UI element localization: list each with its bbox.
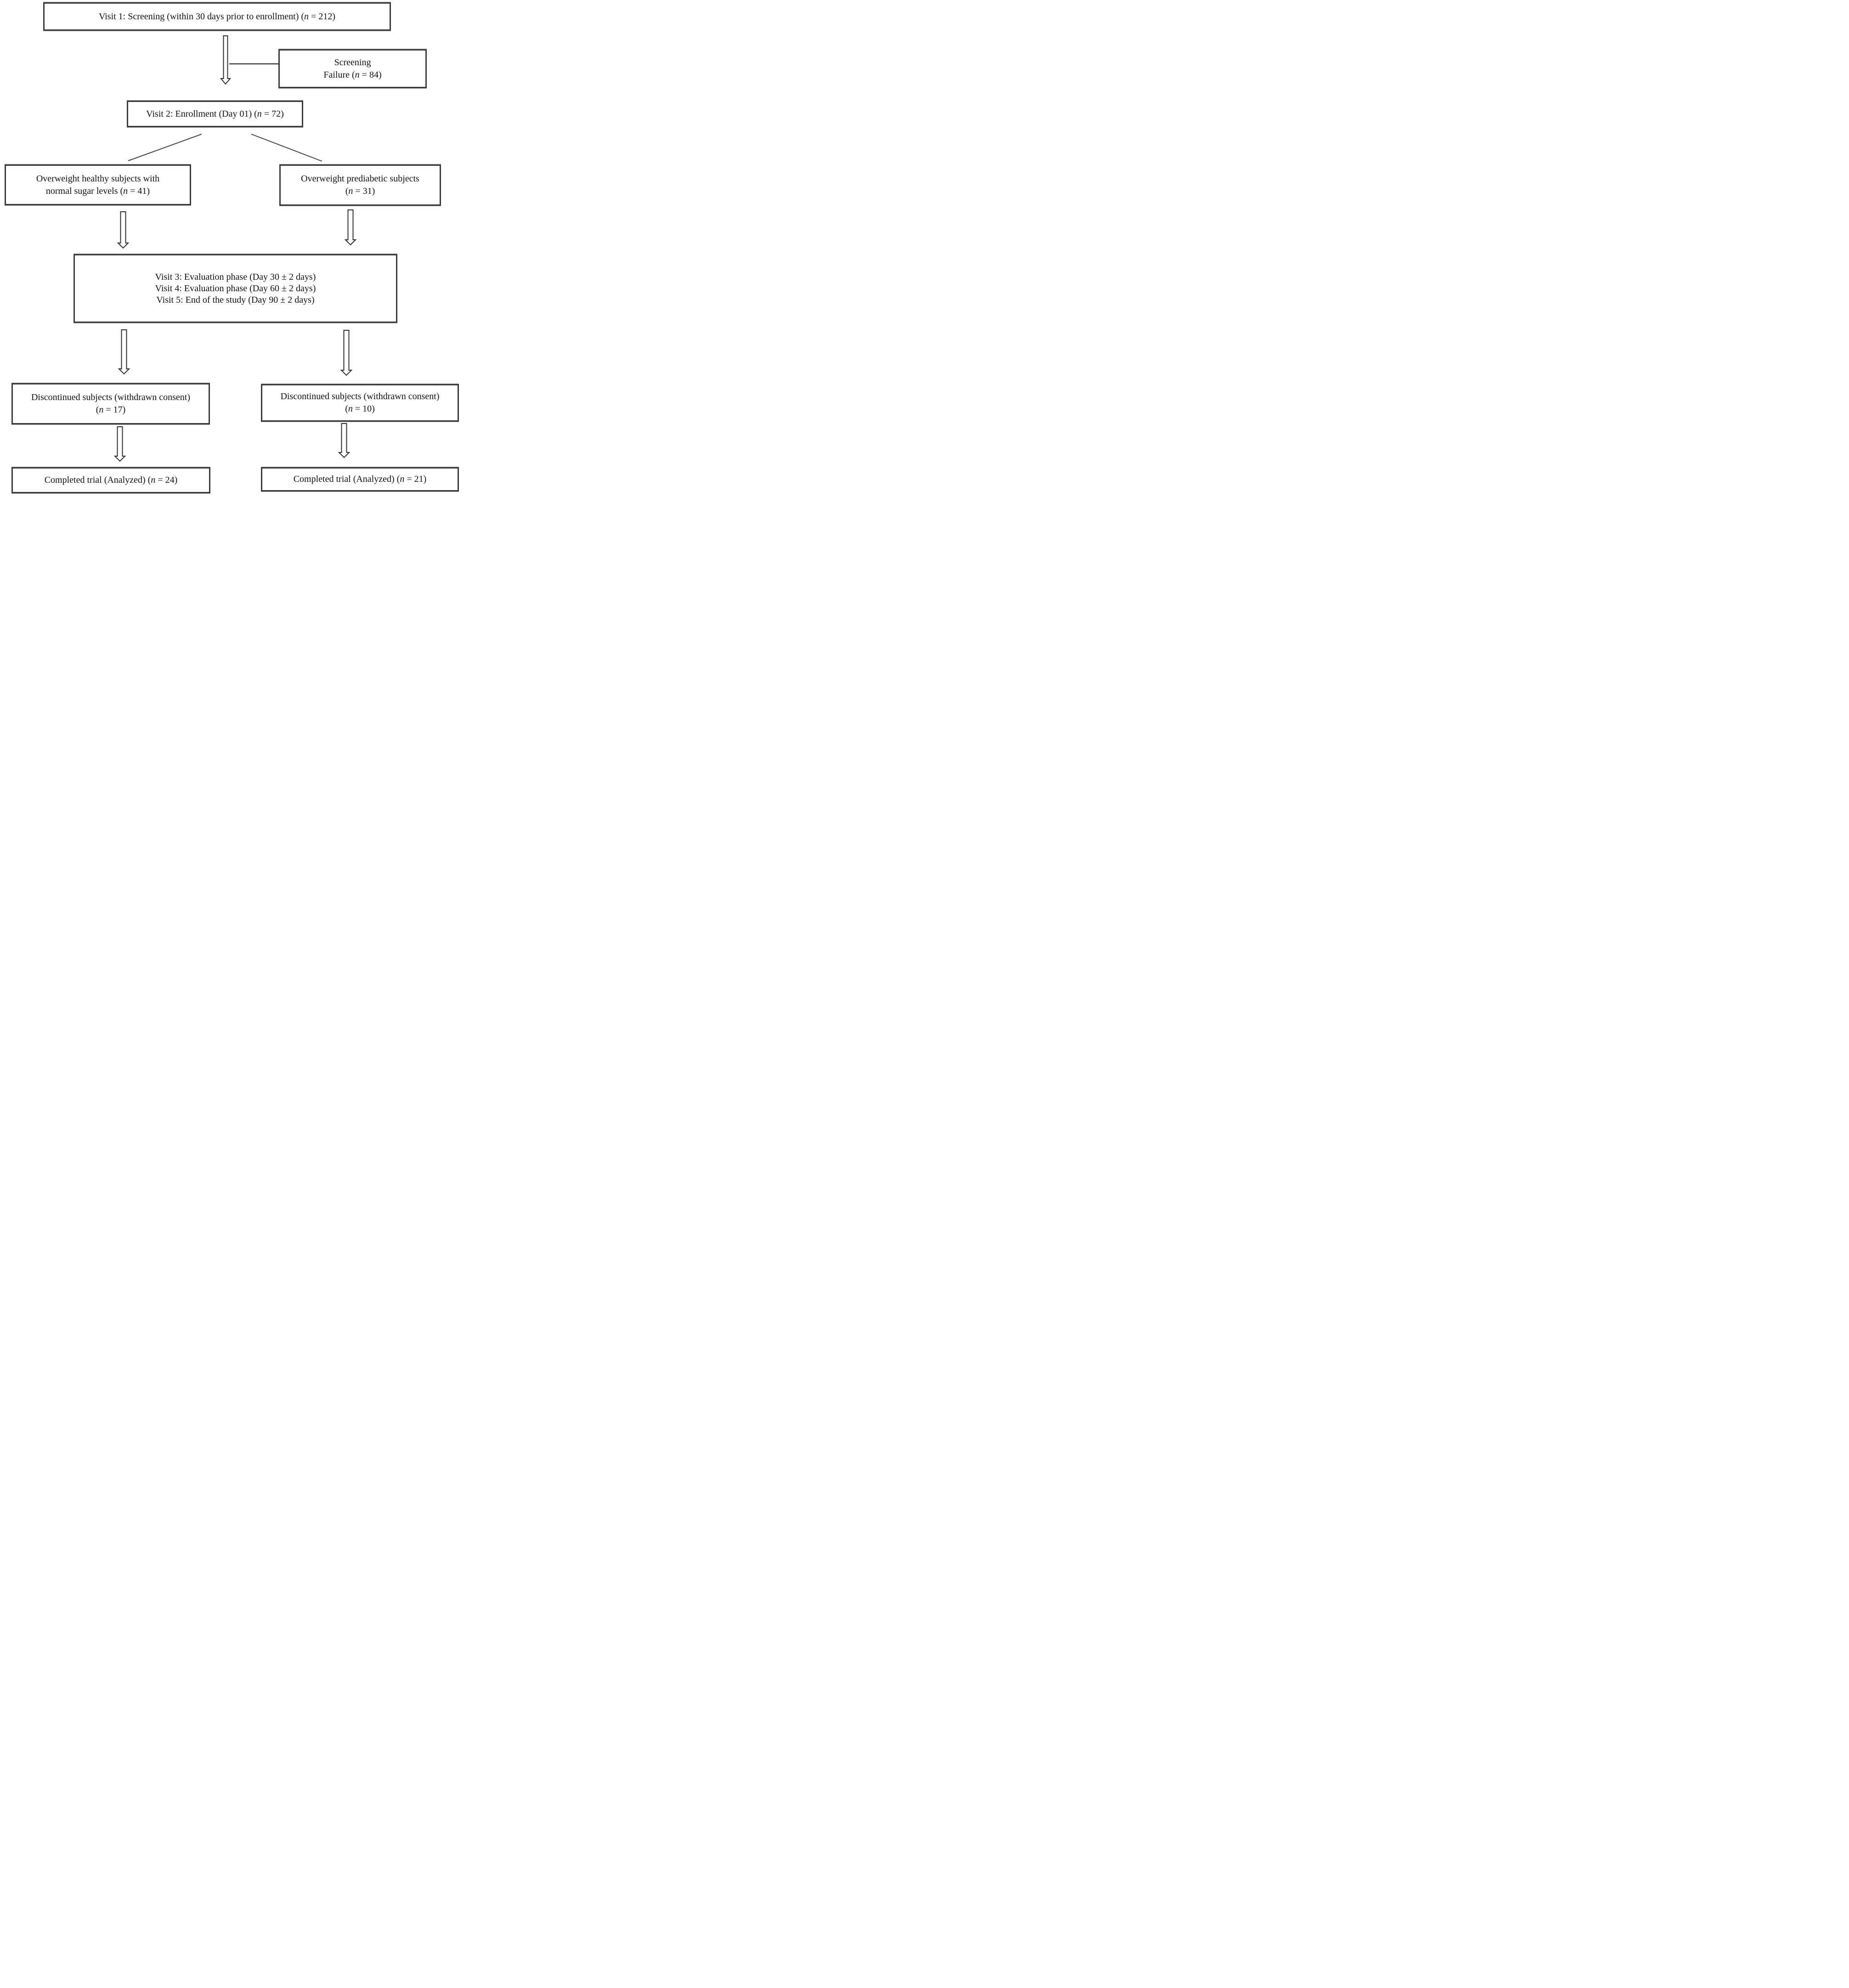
node-completed-healthy: Completed trial (Analyzed) (n = 24) bbox=[11, 467, 210, 493]
node-line: (n = 17) bbox=[96, 405, 126, 415]
node-line: Visit 3: Evaluation phase (Day 30 ± 2 da… bbox=[155, 271, 316, 282]
arrow-evaluation-to-discontinued-right-icon bbox=[340, 330, 353, 376]
node-evaluation-visits: Visit 3: Evaluation phase (Day 30 ± 2 da… bbox=[74, 254, 397, 323]
node-line: (n = 10) bbox=[345, 404, 375, 414]
node-line: Completed trial (Analyzed) (n = 24) bbox=[44, 475, 178, 485]
arrow-prediabetic-to-evaluation-icon bbox=[344, 209, 357, 246]
node-line: Completed trial (Analyzed) (n = 21) bbox=[293, 474, 427, 484]
connector-layer bbox=[113, 35, 357, 462]
node-line: (n = 31) bbox=[345, 186, 375, 196]
arrow-healthy-to-evaluation-icon bbox=[117, 211, 130, 249]
node-line: Visit 1: Screening (within 30 days prior… bbox=[98, 11, 335, 22]
node-line: normal sugar levels (n = 41) bbox=[45, 186, 150, 196]
node-prediabetic-arm: Overweight prediabetic subjects (n = 31) bbox=[279, 164, 441, 206]
node-discontinued-prediabetic: Discontinued subjects (withdrawn consent… bbox=[261, 384, 459, 422]
node-visit2-enrollment: Visit 2: Enrollment (Day 01) (n = 72) bbox=[127, 101, 303, 127]
node-visit1-screening: Visit 1: Screening (within 30 days prior… bbox=[43, 2, 391, 31]
node-line: Overweight healthy subjects with bbox=[36, 173, 160, 184]
node-discontinued-healthy: Discontinued subjects (withdrawn consent… bbox=[11, 383, 210, 424]
line-visit2-to-prediabetic bbox=[251, 134, 322, 162]
line-visit2-to-healthy bbox=[128, 134, 202, 161]
node-line: Discontinued subjects (withdrawn consent… bbox=[280, 391, 440, 401]
node-screening-failure: Screening Failure (n = 84) bbox=[278, 49, 427, 88]
node-completed-prediabetic: Completed trial (Analyzed) (n = 21) bbox=[261, 467, 459, 491]
node-line: Screening bbox=[334, 57, 371, 68]
node-line: Overweight prediabetic subjects bbox=[301, 174, 419, 184]
node-healthy-arm: Overweight healthy subjects with normal … bbox=[5, 164, 191, 205]
node-line: Visit 4: Evaluation phase (Day 60 ± 2 da… bbox=[155, 283, 316, 294]
node-line: Failure (n = 84) bbox=[323, 69, 382, 80]
arrow-visit1-to-visit2-icon bbox=[220, 35, 232, 85]
node-line: Discontinued subjects (withdrawn consent… bbox=[31, 392, 191, 402]
node-line: Visit 2: Enrollment (Day 01) (n = 72) bbox=[146, 108, 284, 119]
flow-diagram: Visit 1: Screening (within 30 days prior… bbox=[0, 0, 462, 497]
arrow-discontinued-left-to-completed-icon bbox=[113, 426, 126, 462]
node-line: Visit 5: End of the study (Day 90 ± 2 da… bbox=[156, 294, 315, 305]
arrow-evaluation-to-discontinued-left-icon bbox=[118, 329, 130, 375]
arrow-discontinued-right-to-completed-icon bbox=[338, 423, 351, 458]
